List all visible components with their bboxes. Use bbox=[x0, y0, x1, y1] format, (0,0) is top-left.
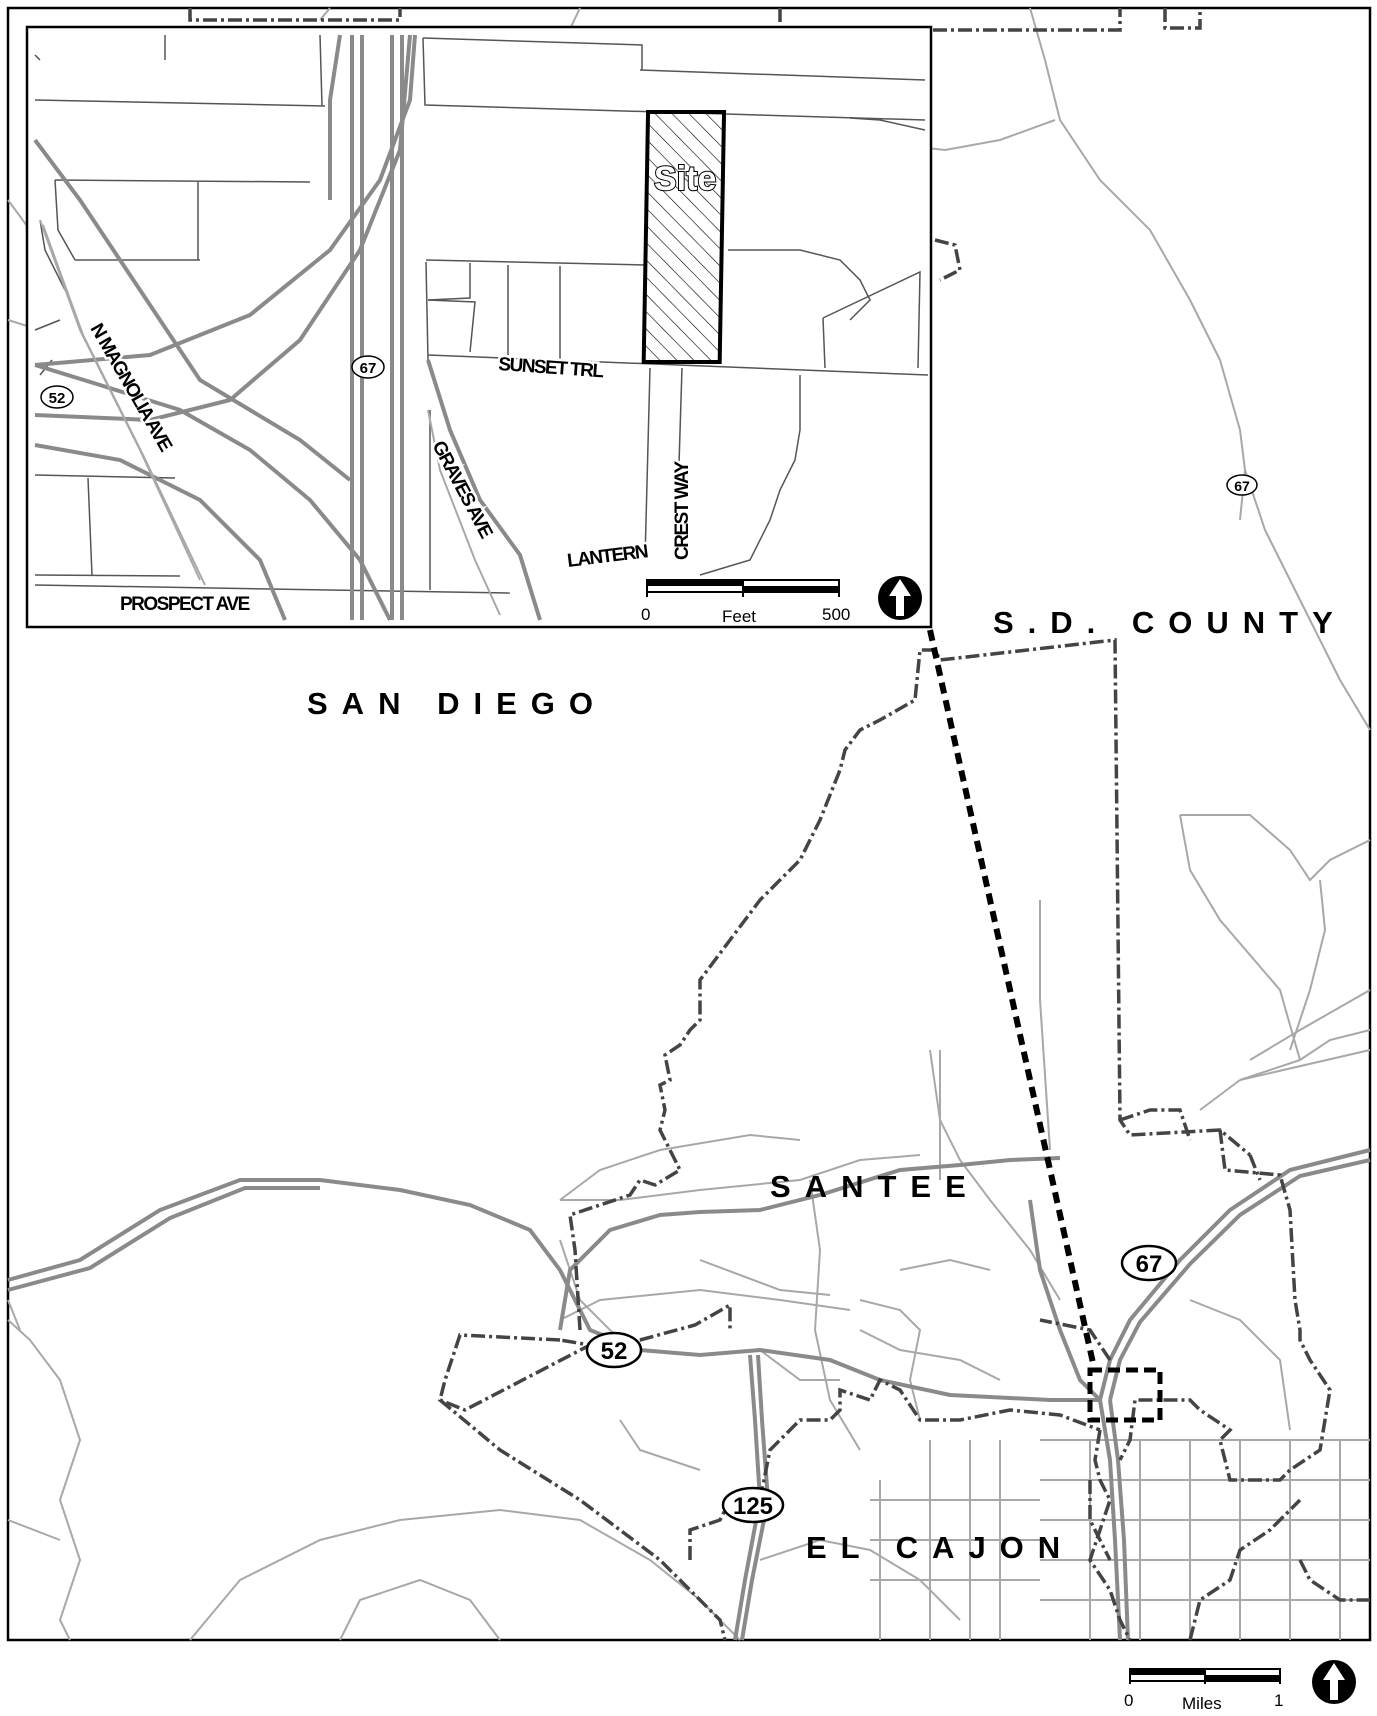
city-boundaries bbox=[188, 8, 1370, 1641]
svg-text:Feet: Feet bbox=[722, 607, 756, 626]
site-parcel bbox=[641, 110, 727, 364]
svg-text:67: 67 bbox=[1234, 478, 1250, 494]
svg-text:1: 1 bbox=[1274, 1691, 1283, 1710]
region-label-santee: SANTEE bbox=[770, 1169, 980, 1204]
site-location-marker bbox=[927, 629, 1163, 1423]
inset-north-arrow-icon bbox=[878, 576, 922, 620]
main-scale-bar: 0 Miles 1 bbox=[1124, 1668, 1283, 1713]
inset-map: Site SUNSET TRL N MAGNOLIA AVE GRAVES AV… bbox=[25, 25, 933, 629]
svg-text:Miles: Miles bbox=[1182, 1694, 1222, 1713]
inset-minor-roads bbox=[39, 219, 501, 616]
highway-shield-county-67: 67 bbox=[1226, 474, 1258, 496]
region-label-el-cajon: EL CAJON bbox=[806, 1530, 1074, 1565]
highway-shield-inset-52: 52 bbox=[40, 385, 74, 409]
svg-text:67: 67 bbox=[360, 360, 377, 377]
highway-shield-67: 67 bbox=[1120, 1244, 1178, 1282]
minor-roads bbox=[7, 7, 1371, 1641]
street-label-crest: CREST WAY bbox=[672, 460, 693, 560]
region-label-sd-county: S.D. COUNTY bbox=[993, 605, 1347, 640]
region-label-san-diego: SAN DIEGO bbox=[307, 686, 607, 721]
svg-text:0: 0 bbox=[641, 605, 650, 624]
svg-text:0: 0 bbox=[1124, 1691, 1133, 1710]
svg-text:67: 67 bbox=[1136, 1251, 1163, 1278]
svg-text:52: 52 bbox=[601, 1338, 628, 1365]
svg-text:125: 125 bbox=[733, 1493, 773, 1520]
site-label: Site bbox=[654, 160, 716, 198]
highway-shield-52: 52 bbox=[585, 1331, 643, 1369]
street-label-prospect: PROSPECT AVE bbox=[120, 594, 250, 615]
inset-major-roads bbox=[33, 34, 542, 621]
highway-shield-inset-67: 67 bbox=[351, 355, 385, 379]
highway-shield-125: 125 bbox=[721, 1486, 785, 1524]
inset-scale-bar: 0 Feet 500 bbox=[641, 579, 850, 626]
svg-text:500: 500 bbox=[822, 605, 850, 624]
svg-text:52: 52 bbox=[49, 390, 66, 407]
north-arrow-icon bbox=[1312, 1660, 1356, 1704]
